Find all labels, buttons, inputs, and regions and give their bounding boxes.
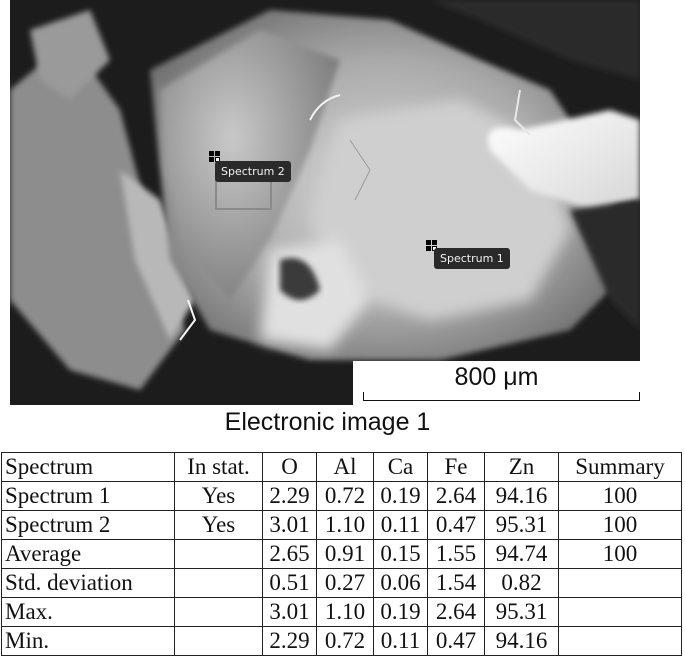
table-cell: 0.82	[484, 568, 559, 598]
table-cell: 94.16	[484, 481, 559, 511]
table-cell	[174, 539, 263, 569]
sem-micrograph: Spectrum 2 Spectrum 1 800 μm	[10, 0, 640, 405]
table-cell: 95.31	[484, 597, 559, 627]
table-cell: 3.01	[262, 510, 317, 540]
table-cell: 1.54	[427, 568, 485, 598]
table-cell: 0.27	[316, 568, 374, 598]
composition-table: Spectrum In stat. O Al Ca Fe Zn Summary …	[1, 452, 682, 656]
table-cell: 95.31	[484, 510, 559, 540]
table-cell: 100	[558, 481, 682, 511]
header-cell: Zn	[484, 452, 559, 482]
table-cell: 0.11	[373, 510, 428, 540]
table-cell: 100	[558, 539, 682, 569]
table-cell: 3.01	[262, 597, 317, 627]
scale-bar-panel: 800 μm	[353, 361, 640, 405]
table-cell: 1.10	[316, 510, 374, 540]
header-cell: Summary	[558, 452, 682, 482]
table-cell: 0.51	[262, 568, 317, 598]
table-cell: 1.55	[427, 539, 485, 569]
header-cell: In stat.	[174, 452, 263, 482]
header-cell: Fe	[427, 452, 485, 482]
table-cell: 1.10	[316, 597, 374, 627]
header-cell: Ca	[373, 452, 428, 482]
header-cell: Spectrum	[1, 452, 175, 482]
table-header-row: Spectrum In stat. O Al Ca Fe Zn Summary	[1, 452, 682, 482]
table-cell	[174, 597, 263, 627]
table-cell: 0.19	[373, 597, 428, 627]
table-cell: 2.65	[262, 539, 317, 569]
table-cell: 0.47	[427, 510, 485, 540]
spectrum-2-label[interactable]: Spectrum 2	[215, 161, 291, 182]
table-cell	[558, 626, 682, 656]
table-cell: 2.64	[427, 481, 485, 511]
table-cell	[174, 626, 263, 656]
table-cell: 0.72	[316, 626, 374, 656]
table-cell: 100	[558, 510, 682, 540]
table-cell: Spectrum 1	[1, 481, 175, 511]
table-cell: 0.72	[316, 481, 374, 511]
table-cell: Min.	[1, 626, 175, 656]
header-cell: Al	[316, 452, 374, 482]
table-cell	[558, 597, 682, 627]
table-cell: Average	[1, 539, 175, 569]
table-cell: 2.29	[262, 481, 317, 511]
scale-label: 800 μm	[454, 363, 539, 391]
table-cell	[174, 568, 263, 598]
table-cell: 0.15	[373, 539, 428, 569]
table-cell: Std. deviation	[1, 568, 175, 598]
image-caption: Electronic image 1	[224, 408, 431, 436]
table-cell: 0.06	[373, 568, 428, 598]
table-cell: 2.64	[427, 597, 485, 627]
scale-bar	[363, 392, 640, 401]
table-cell: 94.74	[484, 539, 559, 569]
table-cell: Yes	[174, 510, 263, 540]
spectrum-1-label[interactable]: Spectrum 1	[434, 248, 510, 269]
table-cell: 2.29	[262, 626, 317, 656]
table-cell	[558, 568, 682, 598]
sem-image-texture	[10, 0, 640, 405]
table-cell: 0.19	[373, 481, 428, 511]
table-cell: 0.11	[373, 626, 428, 656]
table-cell: Max.	[1, 597, 175, 627]
table-cell: Yes	[174, 481, 263, 511]
table-cell: 0.47	[427, 626, 485, 656]
table-cell: 0.91	[316, 539, 374, 569]
header-cell: O	[262, 452, 317, 482]
table-cell: 94.16	[484, 626, 559, 656]
table-cell: Spectrum 2	[1, 510, 175, 540]
